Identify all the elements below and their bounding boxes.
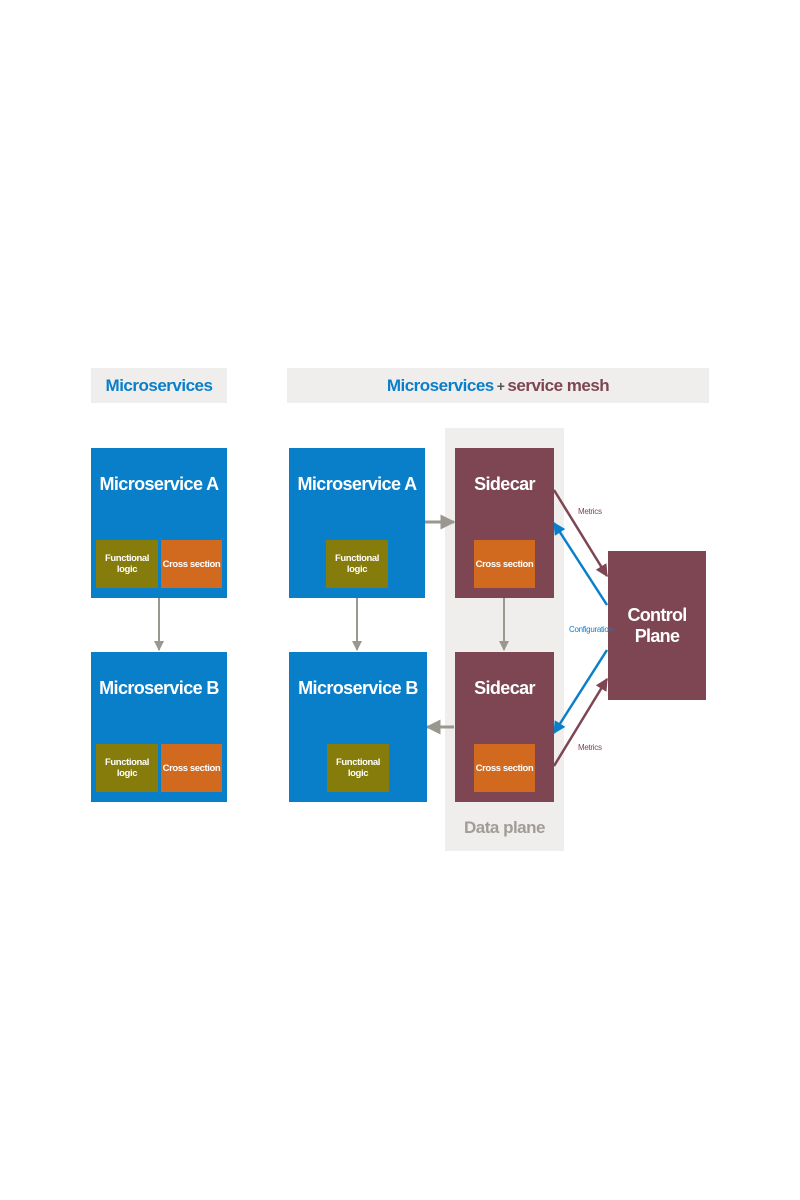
right-microservice-b: Microservice B Functional logic — [289, 652, 427, 802]
label-metrics-bottom: Metrics — [578, 743, 602, 752]
arrow-configuration-bottom — [552, 649, 609, 735]
sidecar-top: Sidecar Cross section — [455, 448, 554, 598]
right-microservice-a: Microservice A Functional logic — [289, 448, 425, 598]
right-microservice-b-title: Microservice B — [298, 678, 418, 698]
label-metrics-top: Metrics — [578, 507, 602, 516]
left-b-cross-section: Cross section — [161, 744, 222, 792]
right-a-functional-logic: Functional logic — [326, 540, 388, 588]
sidecar-bottom-cross-section: Cross section — [474, 744, 535, 792]
label-configuration: Configuration — [569, 625, 613, 634]
sidecar-bottom: Sidecar Cross section — [455, 652, 554, 802]
right-banner: Microservices + service mesh — [287, 368, 709, 403]
right-microservice-a-title: Microservice A — [297, 474, 418, 494]
right-banner-title-part2: service mesh — [507, 375, 610, 395]
arrow-configuration-top — [552, 521, 609, 606]
left-microservice-a-title: Microservice A — [99, 474, 220, 494]
arrow-metrics-bottom — [552, 677, 609, 767]
control-plane: Control Plane — [608, 551, 706, 700]
sidecar-top-title: Sidecar — [474, 474, 535, 494]
sidecar-top-cross-section: Cross section — [474, 540, 535, 588]
sidecar-bottom-title: Sidecar — [474, 678, 535, 698]
left-microservice-b-title: Microservice B — [99, 678, 219, 698]
arrow-metrics-top — [552, 489, 609, 578]
left-banner-title: Microservices — [105, 375, 213, 395]
left-microservice-b: Microservice B Functional logic Cross se… — [91, 652, 227, 802]
left-microservice-a: Microservice A Functional logic Cross se… — [91, 448, 227, 598]
left-a-functional-logic: Functional logic — [96, 540, 158, 588]
right-banner-title-part1: Microservices — [386, 375, 494, 395]
left-banner: Microservices — [91, 368, 227, 403]
left-a-cross-section: Cross section — [161, 540, 222, 588]
right-banner-plus: + — [496, 377, 505, 394]
left-b-functional-logic: Functional logic — [96, 744, 158, 792]
data-plane-label: Data plane — [464, 818, 545, 837]
right-b-functional-logic: Functional logic — [327, 744, 389, 792]
